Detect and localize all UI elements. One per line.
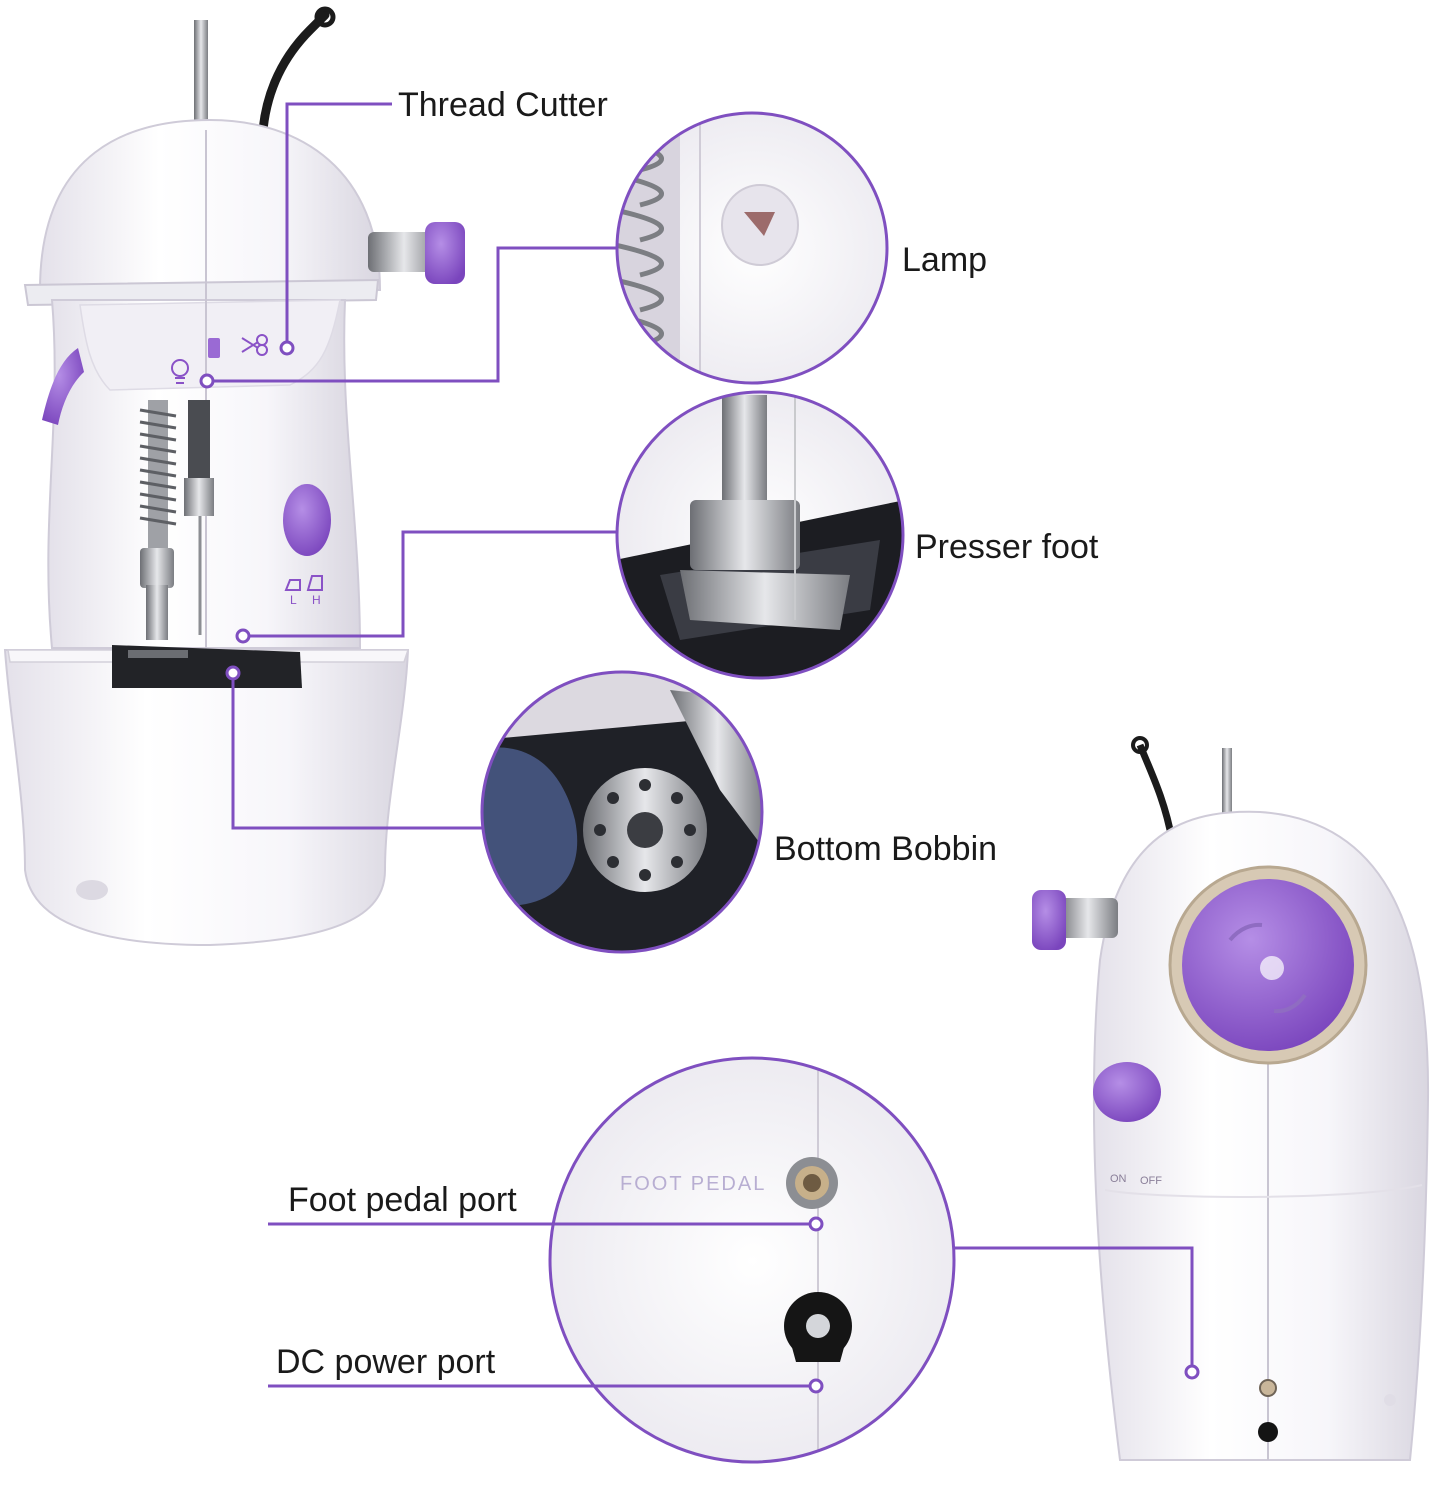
label-thread-cutter: Thread Cutter [398,86,608,124]
low-marking: L [290,593,297,607]
machine-base [3,649,410,947]
leader-lamp [207,246,617,383]
cutter-slider [208,338,220,358]
small-foot-pedal-port [1259,1379,1277,1397]
lamp-bulb-icon [171,359,189,384]
presser-foot-high-icon [306,575,323,591]
presser-foot-closeup [615,390,905,680]
power-switch [1093,1062,1161,1122]
leader-bottom-bobbin [231,673,482,830]
leader-lines [207,102,1194,1388]
foot-pedal-marking: FOOT PEDAL [620,1173,766,1195]
label-foot-pedal-port: Foot pedal port [288,1181,517,1219]
leader-thread-cutter [285,102,392,348]
side-view-machine: ON OFF [1032,736,1430,1461]
head-dome [38,118,382,291]
front-view-machine: L H [3,6,465,947]
leader-dots [199,340,1200,1394]
left-lever [42,348,84,425]
label-bottom-bobbin: Bottom Bobbin [774,830,998,868]
side-tension-knob [1032,890,1066,950]
off-marking: OFF [1140,1175,1162,1187]
leader-side-ports [954,1246,1194,1372]
small-dc-port [1258,1422,1278,1442]
bobbin-closeup [480,670,764,954]
speed-switch [283,484,331,556]
high-marking: H [312,593,321,607]
scissors-icon [241,334,268,356]
presser-spring [139,400,177,640]
ports-closeup: FOOT PEDAL [548,1056,956,1464]
on-marking: ON [1110,1173,1127,1185]
label-lamp: Lamp [902,241,988,279]
side-thread-wire [1136,743,1176,841]
label-presser-foot: Presser foot [915,528,1099,566]
tension-knob [425,222,465,284]
lamp-closeup [615,111,889,385]
needle-bar [184,400,214,635]
presser-foot-low-icon [284,579,301,591]
leader-presser-foot [243,530,617,638]
label-dc-power-port: DC power port [276,1343,496,1381]
